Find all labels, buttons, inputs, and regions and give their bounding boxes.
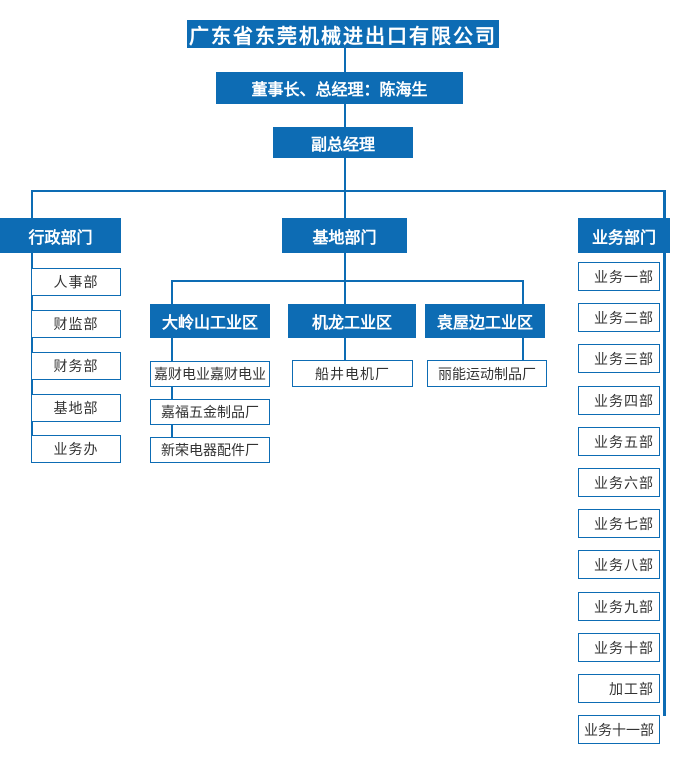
connector-base-trunk	[344, 253, 346, 281]
connector-admin-spine	[31, 253, 33, 443]
factory-node: 新荣电器配件厂	[150, 437, 270, 463]
zone-node-dalingshan: 大岭山工业区	[150, 304, 270, 338]
admin-unit-node: 财监部	[31, 310, 121, 338]
factory-node: 丽能运动制品厂	[427, 360, 547, 387]
business-unit-node: 业务八部	[578, 550, 660, 579]
connector-drop-business	[663, 190, 666, 218]
base-department-node: 基地部门	[282, 218, 407, 253]
business-unit-node: 业务三部	[578, 344, 660, 373]
business-unit-node: 业务十一部	[578, 715, 660, 744]
connector-drop-admin	[31, 190, 33, 218]
admin-unit-node: 人事部	[31, 268, 121, 296]
business-unit-node: 业务十部	[578, 633, 660, 662]
business-department-node: 业务部门	[578, 218, 670, 253]
chairman-gm-node: 董事长、总经理：陈海生	[216, 72, 463, 104]
business-unit-node: 业务七部	[578, 509, 660, 538]
factory-node: 嘉财电业嘉财电业	[150, 361, 270, 387]
business-unit-node: 业务九部	[578, 592, 660, 621]
connector-zone3-child	[522, 338, 524, 360]
business-unit-node: 业务五部	[578, 427, 660, 456]
connector-root-chairman	[344, 48, 346, 72]
admin-unit-node: 财务部	[31, 352, 121, 380]
connector-level1-horizontal	[31, 190, 666, 192]
connector-business-spine	[663, 253, 666, 716]
business-unit-node: 业务四部	[578, 386, 660, 415]
connector-zone1-spine	[171, 338, 173, 438]
deputy-gm-node: 副总经理	[273, 127, 413, 158]
business-unit-node: 业务一部	[578, 262, 660, 291]
admin-department-node: 行政部门	[0, 218, 121, 253]
connector-chairman-deputy	[344, 104, 346, 127]
admin-unit-node: 基地部	[31, 394, 121, 422]
connector-zones-horizontal	[171, 280, 524, 282]
zone-node-yuanwubian: 袁屋边工业区	[425, 304, 545, 338]
connector-drop-zone2	[344, 280, 346, 304]
connector-drop-base	[344, 190, 346, 218]
connector-deputy-trunk	[344, 158, 346, 191]
business-unit-node: 业务二部	[578, 303, 660, 332]
zone-node-jilong: 机龙工业区	[288, 304, 416, 338]
connector-drop-zone1	[171, 280, 173, 304]
factory-node: 船井电机厂	[292, 360, 413, 387]
business-unit-node: 加工部	[578, 674, 660, 703]
admin-unit-node: 业务办	[31, 435, 121, 463]
company-root-node: 广东省东莞机械进出口有限公司	[187, 20, 499, 48]
business-unit-node: 业务六部	[578, 468, 660, 497]
connector-drop-zone3	[522, 280, 524, 304]
factory-node: 嘉福五金制品厂	[150, 399, 270, 425]
connector-zone2-child	[344, 338, 346, 360]
